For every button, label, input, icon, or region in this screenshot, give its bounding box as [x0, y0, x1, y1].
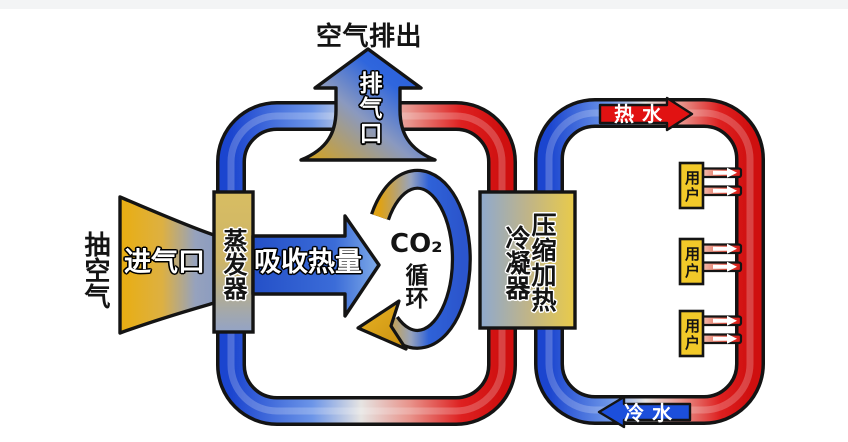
cycle-label: 循环 — [401, 263, 427, 309]
user-label: 用户 — [683, 170, 701, 204]
user-box — [678, 237, 705, 286]
compression-heating-label: 压缩加热 — [528, 212, 557, 312]
user-box — [678, 309, 705, 358]
exhaust-port-label: 排气口 — [355, 71, 381, 146]
air-inlet-label: 进气口 — [124, 247, 205, 278]
flow-arrow-icons — [713, 167, 737, 344]
hot-water-arrow — [598, 96, 694, 132]
co2-label: CO₂ — [390, 229, 443, 259]
user-box — [678, 161, 705, 210]
evaporator-label: 蒸发器 — [219, 228, 247, 300]
cold-water-arrow — [597, 395, 692, 429]
hot-water-label: 热水 — [614, 102, 670, 126]
air-exhaust-title: 空气排出 — [316, 22, 423, 52]
evaporator-box — [212, 190, 255, 334]
cold-water-label: 冷水 — [624, 401, 680, 425]
user-supply-pipes — [700, 167, 743, 345]
extract-air-label: 抽空气 — [80, 231, 110, 309]
top-strip — [0, 0, 848, 9]
condenser-label: 冷凝器 — [502, 225, 531, 300]
user-label: 用户 — [683, 246, 701, 280]
exhaust-arrow — [299, 47, 437, 162]
co2-cycle-ring — [356, 168, 472, 351]
user-label: 用户 — [683, 318, 701, 352]
absorb-heat-label: 吸收热量 — [254, 247, 362, 278]
absorb-heat-arrow — [251, 214, 381, 318]
co2-ring-arrowhead — [356, 299, 408, 351]
condenser-box — [478, 190, 577, 330]
user-boxes — [678, 161, 705, 358]
